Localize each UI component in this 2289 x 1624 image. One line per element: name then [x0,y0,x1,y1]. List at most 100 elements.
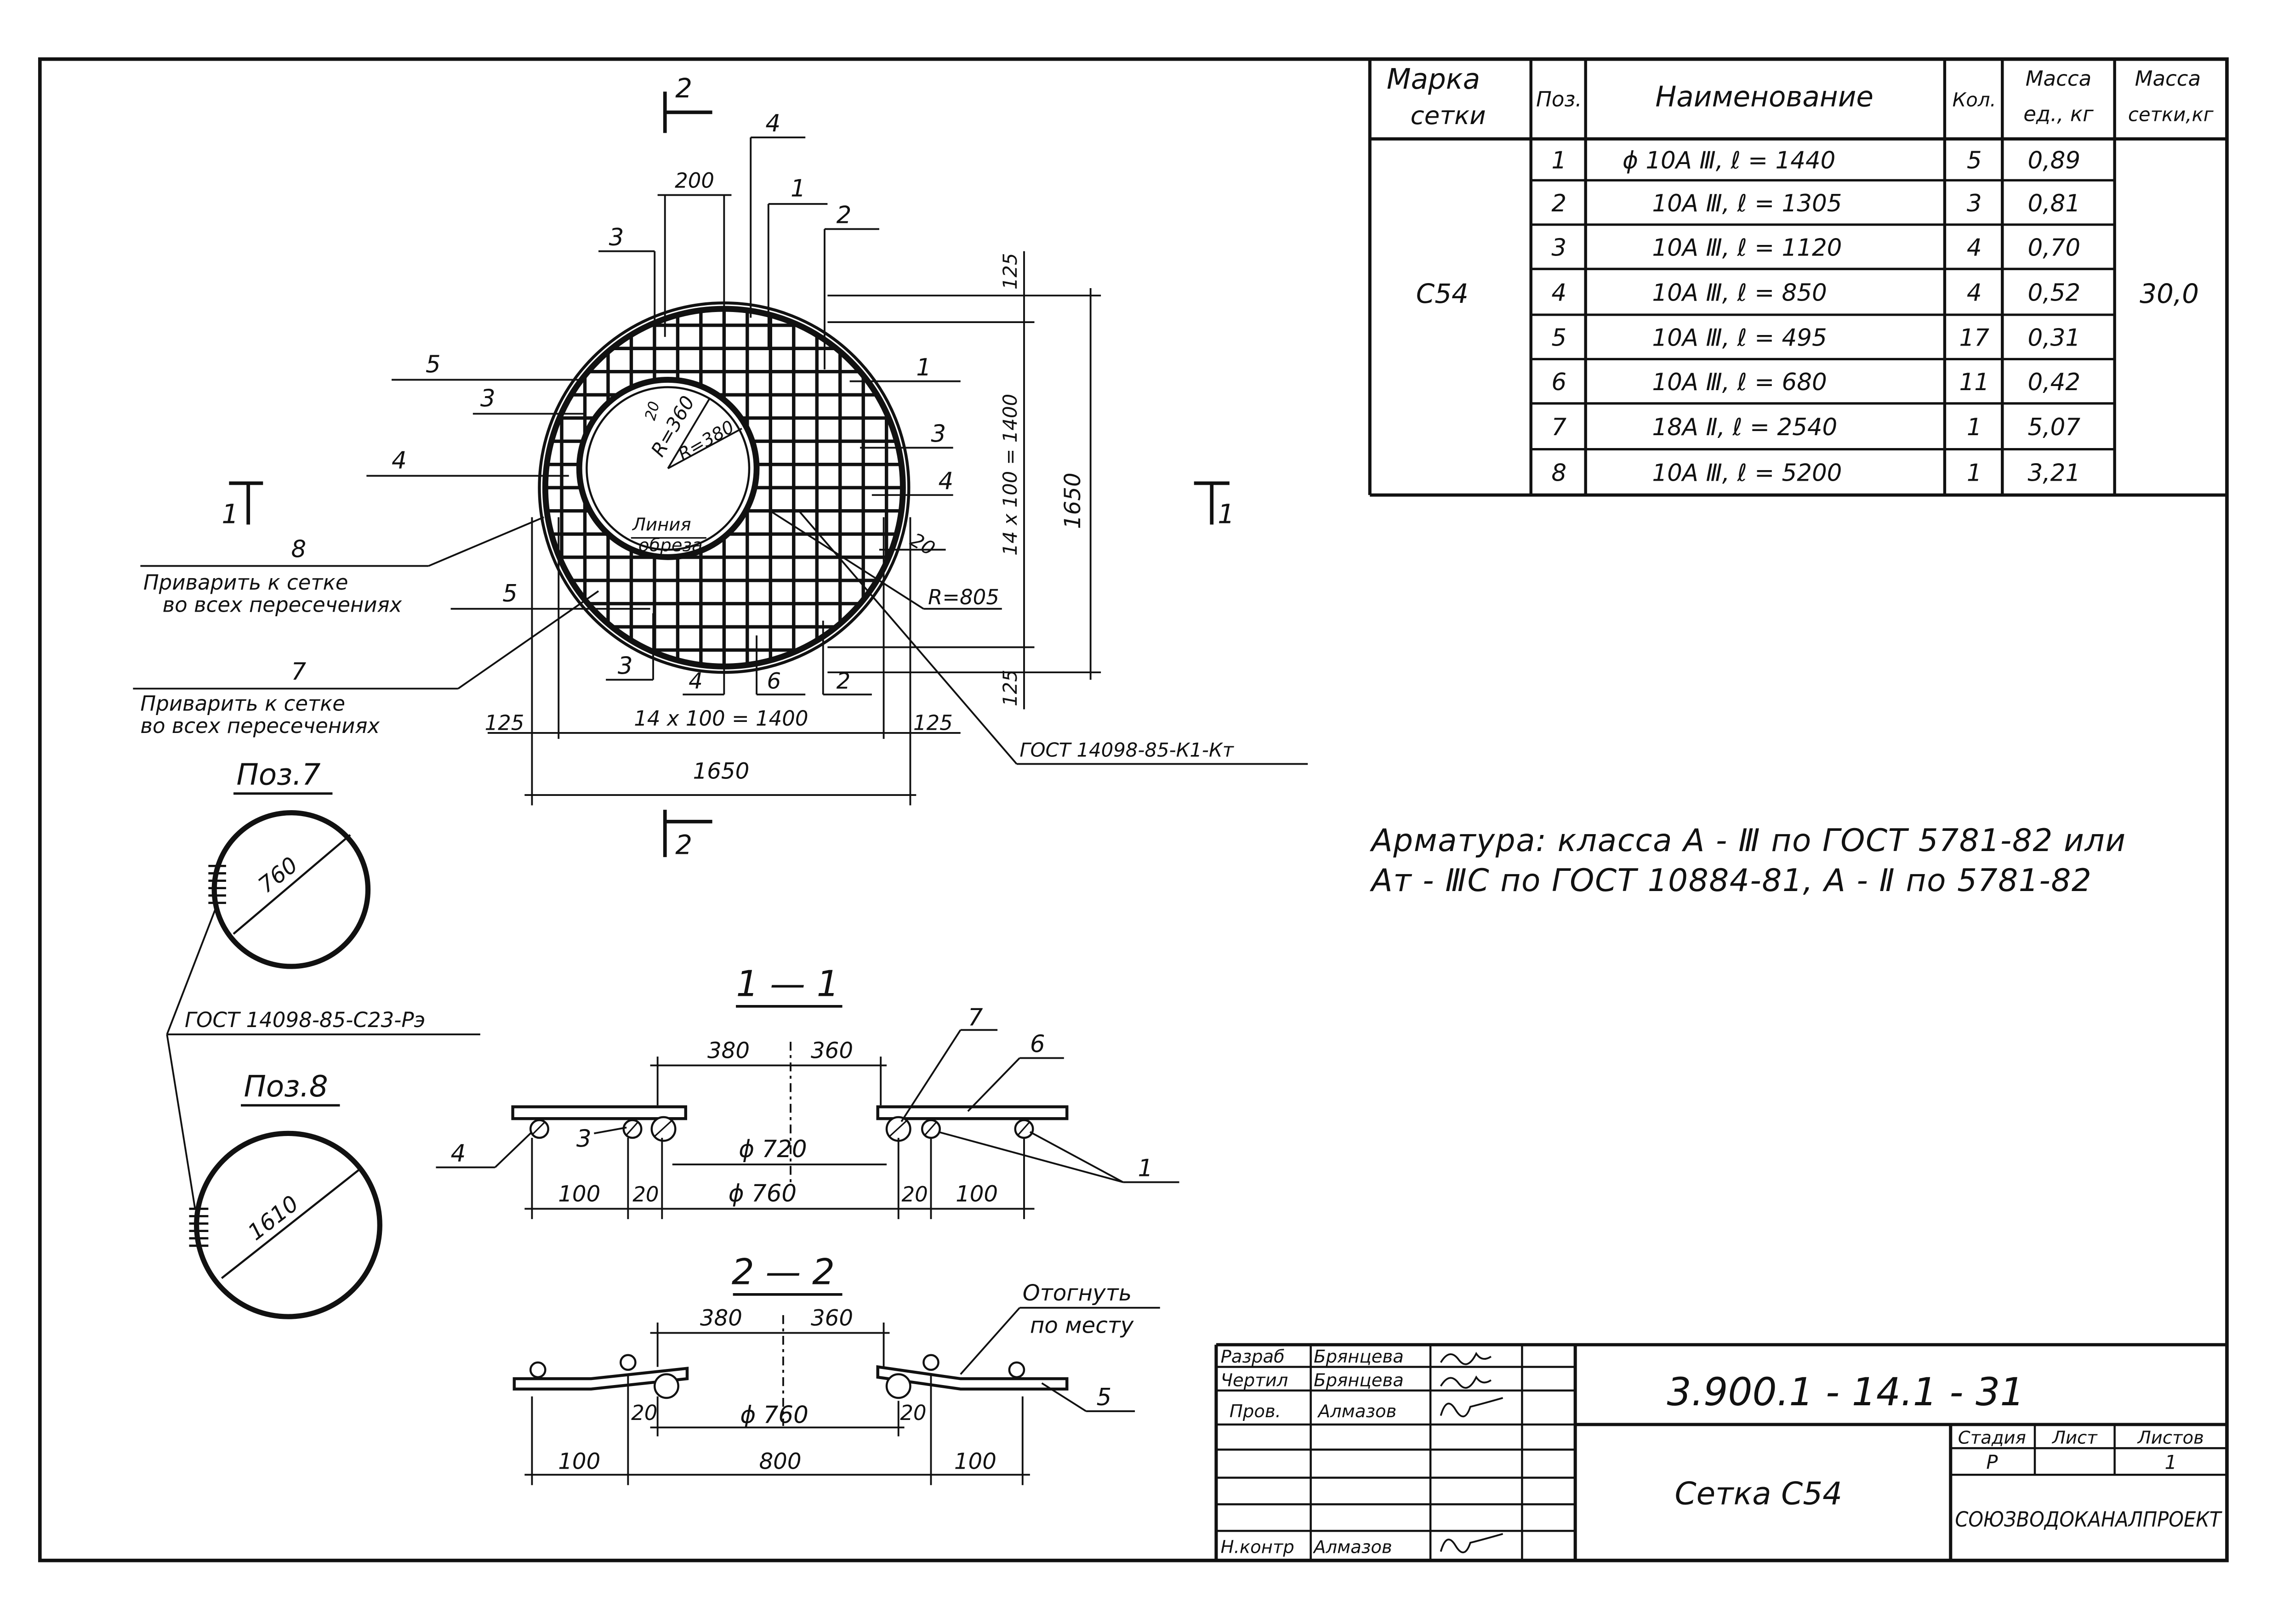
dim-20-right: 20 [906,528,939,560]
tb-role-2: Чертил [1221,1370,1288,1391]
s22-dim-800: 800 [759,1448,801,1474]
plan-view: R=360 R=380 20 Линия обреза 125 14 x 100… [133,73,1308,861]
callout-5-left: 5 [426,351,441,378]
header-name: Наименование [1655,81,1873,114]
header-qty: Кол. [1953,89,1996,111]
callout-3-right: 3 [931,420,946,448]
stage-label: Стадия [1958,1428,2026,1448]
callout-2-top: 2 [837,202,852,229]
note7-line1: Приварить к сетке [140,692,345,716]
pos7-title: Поз.7 [236,758,320,792]
callout-4-top: 4 [765,110,780,137]
section-mark-2-bottom: 2 [675,829,692,861]
s11-dim-20-right: 20 [901,1182,928,1206]
spec-row-pos: 8 [1551,460,1566,487]
s22-callout-5: 5 [1097,1384,1112,1411]
note-line-1: Арматура: класса А - Ⅲ по ГОСТ 5781-82 и… [1369,822,2126,858]
s22-bend-1: Отогнуть [1023,1280,1132,1306]
spec-row-pos: 6 [1551,369,1566,396]
s22-dim-360: 360 [811,1305,853,1331]
sheets-label: Листов [2137,1428,2204,1448]
section-2-2-title: 2 — 2 [732,1251,835,1293]
tb-name-3: Алмазов [1317,1401,1397,1422]
spec-row-qty: 5 [1967,147,1982,175]
header-mark-1: Марка [1387,63,1480,96]
s22-dim-100-left: 100 [558,1448,600,1474]
section-2-2: 2 — 2 380 360 20 ϕ 760 20 100 800 1 [512,1251,1160,1485]
section-1-1-title: 1 — 1 [736,963,839,1005]
dim-125-top: 125 [999,253,1021,290]
header-mark-2: сетки [1411,101,1486,130]
pos8-title: Поз.8 [244,1069,328,1104]
pos7-diameter: 760 [254,852,303,898]
sheets-value: 1 [2165,1451,2177,1473]
section-mark-2-top: 2 [675,73,692,104]
s11-dim-100-left: 100 [558,1181,600,1207]
spec-row-pos: 5 [1551,324,1566,352]
header-mesh-mass-1: Масса [2135,67,2201,91]
s11-dim-360: 360 [811,1038,853,1063]
weld-symbols [189,864,226,1247]
spec-row-pos: 7 [1551,414,1566,441]
spec-row-mass: 0,52 [2028,279,2081,307]
spec-row-name: 10А Ⅲ, ℓ = 5200 [1652,460,1842,487]
s11-dim-100-right: 100 [956,1181,998,1207]
spec-row-mass: 0,42 [2028,369,2081,396]
spec-row-mass: 5,07 [2028,414,2081,441]
spec-row-qty: 4 [1967,234,1982,261]
note7-line2: во всех пересечениях [140,714,380,738]
callout-6-bottom: 6 [767,668,781,694]
s22-phi760: ϕ 760 [740,1402,808,1429]
spec-row-mass: 0,89 [2028,147,2081,175]
s11-dim-380: 380 [707,1038,750,1063]
s22-bend-2: по месту [1030,1313,1134,1339]
s22-dim-380: 380 [700,1305,742,1331]
label-cut-line-1: Линия [632,514,691,535]
s11-callout-7: 7 [968,1004,983,1032]
tb-role-3: Пров. [1230,1401,1281,1422]
callout-3-left: 3 [480,385,495,412]
s11-dim-20-left: 20 [632,1182,659,1206]
dim-200: 200 [675,168,714,193]
section-mark-1-right: 1 [1218,498,1235,529]
tb-role-1: Разраб [1221,1346,1285,1367]
tb-role-7: Н.контр [1221,1537,1294,1558]
gost-weld: ГОСТ 14098-85-К1-Кт [1019,738,1234,761]
spec-row-qty: 1 [1967,460,1982,487]
callout-4-right: 4 [939,467,954,495]
spec-row-mass: 0,31 [2028,324,2081,352]
spec-row-mass: 0,70 [2028,234,2081,261]
drawing-frame [38,57,2229,1562]
section-mark-1-left: 1 [222,498,239,529]
spec-row-mass: 0,81 [2028,190,2081,217]
spec-rows: 1 ϕ 10А Ⅲ, ℓ = 1440 5 0,89 2 10А Ⅲ, ℓ = 1305 3… [1551,147,2080,487]
header-mesh-mass-2: сетки,кг [2128,103,2214,126]
mesh-total-mass: 30,0 [2140,278,2199,309]
spec-row-pos: 4 [1551,279,1566,307]
header-pos: Поз. [1536,87,1582,112]
spec-row-name: ϕ 10А Ⅲ, ℓ = 1440 [1623,147,1835,175]
spec-row-name: 10А Ⅲ, ℓ = 1305 [1652,190,1842,217]
s11-phi760: ϕ 760 [729,1180,797,1207]
tb-name-7: Алмазов [1312,1537,1392,1558]
note8-num: 8 [291,535,306,563]
s11-callout-6: 6 [1030,1031,1045,1058]
spec-row-name: 10А Ⅲ, ℓ = 1120 [1652,234,1842,261]
spec-row-pos: 2 [1551,190,1566,217]
callout-4-bottom: 4 [689,668,703,694]
spec-row-name: 10А Ⅲ, ℓ = 850 [1652,279,1827,307]
spec-row-qty: 17 [1959,324,1989,352]
spec-table: Марка сетки Поз. Наименование Кол. Масса… [1368,59,2227,497]
s11-callout-1: 1 [1138,1155,1153,1182]
sheet-label: Лист [2051,1428,2098,1448]
section-1-1: 1 — 1 [436,963,1179,1219]
spec-row-qty: 3 [1967,190,1982,217]
spec-row-name: 18А Ⅱ, ℓ = 2540 [1652,414,1837,441]
s11-callout-3: 3 [576,1125,592,1153]
note8-line1: Приварить к сетке [143,570,348,595]
s22-dim-20-left: 20 [631,1401,657,1425]
tb-name-2: Брянцева [1314,1370,1404,1391]
callout-3-bottom: 3 [618,652,633,680]
callout-5-left2: 5 [502,580,518,608]
